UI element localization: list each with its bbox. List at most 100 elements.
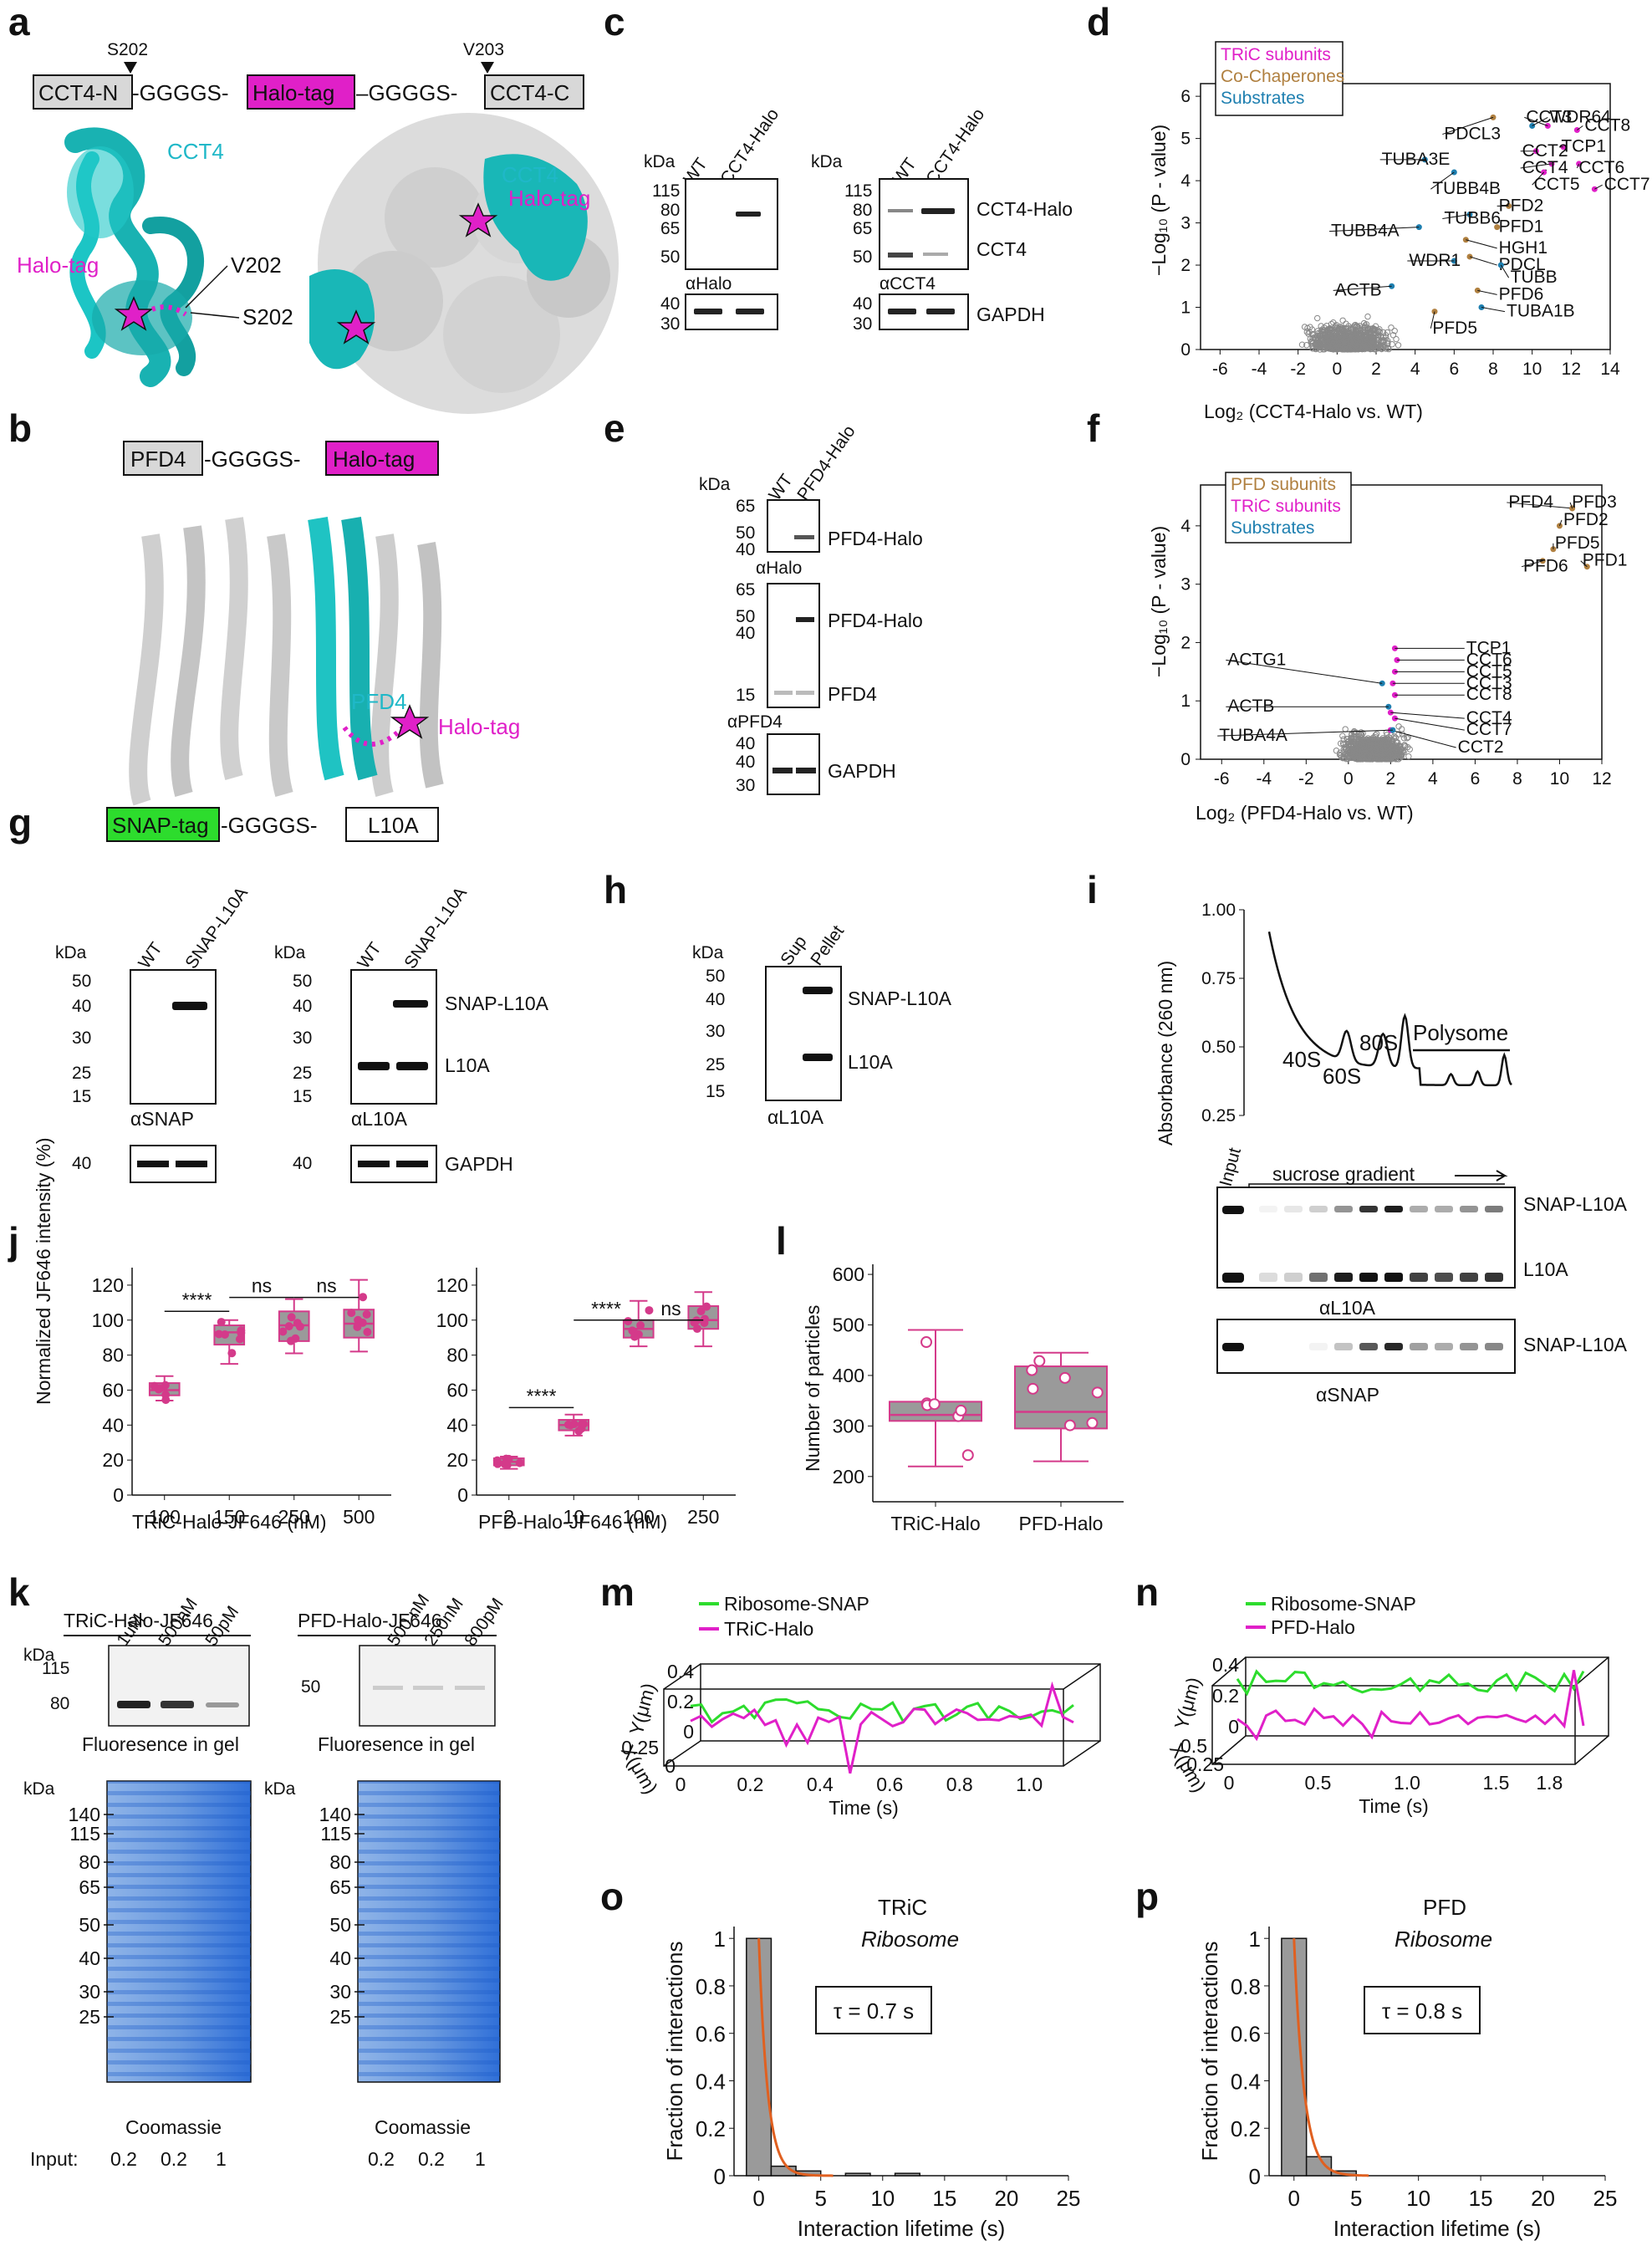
peak-polysome: Polysome <box>1413 1020 1508 1045</box>
mw-label: 80 <box>79 1851 100 1873</box>
point-label: TCP1 <box>1466 638 1512 657</box>
data-point <box>1369 743 1375 749</box>
panel-label-i: i <box>1087 868 1098 911</box>
mw-c1-50: 50 <box>660 248 680 267</box>
label-s202: S202 <box>107 40 148 59</box>
y-axis-label: Y(μm) <box>625 1681 660 1738</box>
leader-line <box>1477 289 1497 295</box>
y-tick-label: 0.2 <box>696 2116 726 2141</box>
ab-g1: αSNAP <box>130 1108 194 1130</box>
data-point <box>217 1318 226 1327</box>
x-tick-label: 5 <box>1350 2186 1362 2211</box>
mw-e3-30: 30 <box>736 776 755 795</box>
lane-c2-halo: CCT4-Halo <box>922 105 988 188</box>
mw-e2-50: 50 <box>736 607 755 626</box>
panel-label-a: a <box>8 0 30 43</box>
box-edge <box>1063 1663 1101 1690</box>
x-tick-label: TRiC-Halo <box>890 1513 980 1534</box>
data-point <box>1339 732 1346 739</box>
box-snap-label: SNAP-tag <box>112 813 209 838</box>
xlabel-f: Log₂ (PFD4-Halo vs. WT) <box>1196 802 1414 824</box>
blot-c1: kDa WT CCT4-Halo 115 80 65 50 αHalo 40 3… <box>644 105 783 334</box>
input-k2-3: 1 <box>475 2148 486 2170</box>
point-label: CCT8 <box>1466 685 1512 704</box>
mw-e3-40: 40 <box>736 734 755 753</box>
data-point <box>1326 325 1333 333</box>
data-point <box>1058 1371 1071 1384</box>
leader-line <box>1577 125 1583 130</box>
data-point <box>1349 334 1355 342</box>
pfd-structure-image <box>129 517 444 806</box>
y-tick-label: 600 <box>833 1263 864 1285</box>
band <box>1485 1343 1503 1350</box>
ab-g2: αL10A <box>351 1108 408 1130</box>
data-point <box>1388 324 1395 331</box>
panel-label-l: l <box>776 1219 787 1263</box>
mw-g2g-40: 40 <box>293 1154 312 1173</box>
data-point <box>500 1459 509 1468</box>
fluor-k1-label: Fluoresence in gel <box>82 1733 239 1755</box>
leader-line <box>1442 116 1494 135</box>
data-point <box>1371 343 1378 350</box>
box-edge <box>1211 1656 1247 1687</box>
blot-g2: kDa WT SNAP-L10A 50 40 30 25 15 SNAP-L10… <box>274 884 549 1183</box>
band-g-l10a: L10A <box>445 1054 490 1076</box>
box-halo <box>247 74 355 110</box>
y-tick-label: 4 <box>1180 517 1191 536</box>
mw-label: 25 <box>329 2006 351 2028</box>
data-point <box>928 1398 941 1411</box>
x-tick-label: 8 <box>1512 769 1522 789</box>
mw-k1-115: 115 <box>42 1659 69 1678</box>
band <box>1384 1206 1403 1212</box>
exp-fit <box>757 1938 834 2177</box>
kda-k1: kDa <box>23 1646 55 1665</box>
label-halo-pfd: Halo-tag <box>438 714 520 739</box>
t-tick-label: 0.6 <box>876 1774 903 1795</box>
y-tick-label: 1 <box>1249 1927 1261 1952</box>
data-point <box>1063 1419 1076 1432</box>
mw-g1-25: 25 <box>72 1064 91 1083</box>
lane-g2-wt: WT <box>354 939 385 972</box>
halo-trace <box>690 1681 1074 1774</box>
data-point <box>287 1313 296 1322</box>
mw-h-15: 15 <box>706 1082 725 1101</box>
data-point <box>1362 324 1369 331</box>
data-point <box>347 1309 356 1318</box>
legend-d <box>1215 41 1344 116</box>
t-tick-label: 0.2 <box>737 1774 763 1795</box>
title-k1: TRiC-Halo-JF646 <box>64 1610 213 1631</box>
point-label: PFD2 <box>1563 510 1609 529</box>
mw-g1-15: 15 <box>72 1087 91 1106</box>
data-point <box>1350 346 1357 353</box>
gradient-arrow-icon <box>1455 1170 1508 1182</box>
input-k2-1: 0.2 <box>368 2148 395 2170</box>
y-tick-label: 1.00 <box>1201 901 1236 920</box>
leader-line <box>1328 227 1420 232</box>
lane-e-wt: WT <box>765 471 797 504</box>
kda-c2: kDa <box>811 152 843 171</box>
point-label: CCT5 <box>1534 175 1580 194</box>
subtitle-o: Ribosome <box>861 1927 959 1952</box>
mw-label: 140 <box>319 1804 351 1825</box>
box-cct4n-label: CCT4-N <box>38 80 118 105</box>
mw-label: 40 <box>79 1947 100 1969</box>
mw-label: 140 <box>69 1804 100 1825</box>
data-point <box>1358 329 1364 336</box>
leader-line <box>1333 285 1392 291</box>
leader-line <box>1532 171 1545 186</box>
data-point <box>1298 341 1306 348</box>
data-point <box>1307 324 1313 330</box>
y-tick-label: 3 <box>1180 575 1191 595</box>
band <box>1384 1273 1403 1282</box>
polysome-profile-i: 1.000.750.500.25 <box>1201 901 1512 1125</box>
tau-label-p: τ = 0.8 s <box>1382 1998 1462 2024</box>
xlabel-j1: TRiC-Halo-JF646 (nM) <box>132 1511 327 1533</box>
mw-e2-40: 40 <box>736 624 755 643</box>
mw-e2-65: 65 <box>736 580 755 600</box>
data-point <box>1332 340 1338 348</box>
x-tick-label: -6 <box>1212 360 1228 379</box>
point-label: PFD5 <box>1555 533 1600 553</box>
x-tick-label: 15 <box>1469 2186 1493 2211</box>
mw-c2-50: 50 <box>853 248 872 267</box>
